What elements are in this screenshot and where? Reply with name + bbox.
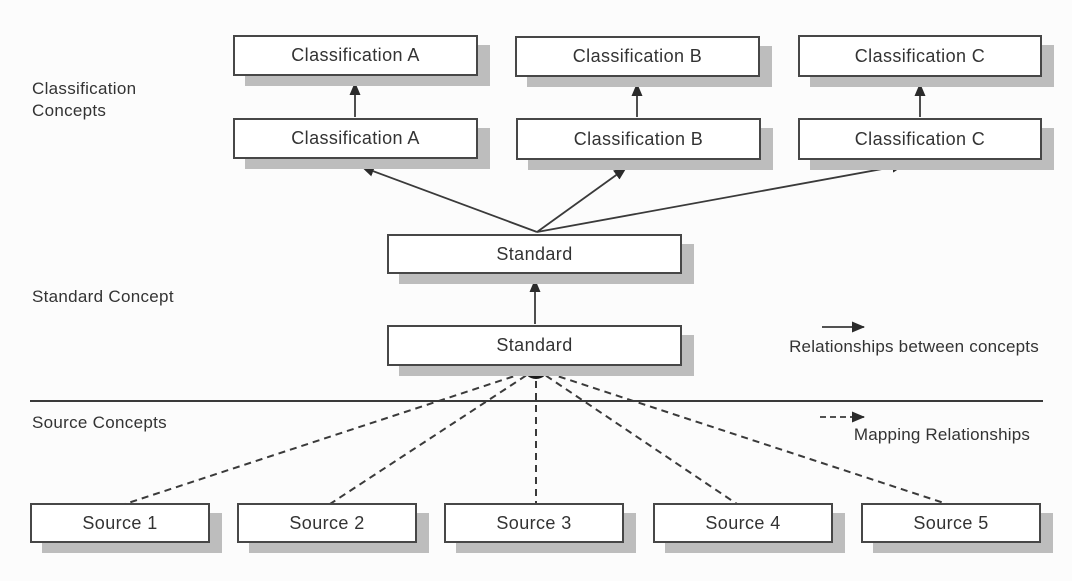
mapping-line-source-5 bbox=[535, 368, 948, 505]
node-classification-a-top: Classification A bbox=[233, 35, 478, 76]
node-classification-c-top: Classification C bbox=[798, 35, 1042, 77]
node-classification-c-mid: Classification C bbox=[798, 118, 1042, 160]
legend-dashed-arrow-label: Mapping Relationships bbox=[853, 425, 1031, 444]
node-classification-a-mid: Classification A bbox=[233, 118, 478, 159]
node-source-1: Source 1 bbox=[30, 503, 210, 543]
label-standard-concept: Standard Concept bbox=[32, 287, 174, 306]
mapping-line-source-4 bbox=[535, 368, 738, 505]
node-classification-b-mid: Classification B bbox=[516, 118, 761, 160]
node-source-4: Source 4 bbox=[653, 503, 833, 543]
node-standard-upper: Standard bbox=[387, 234, 682, 274]
node-classification-b-top: Classification B bbox=[515, 36, 760, 77]
legend-solid-arrow-label: Relationships between concepts bbox=[789, 337, 1039, 356]
node-standard-lower: Standard bbox=[387, 325, 682, 366]
mapping-line-source-2 bbox=[329, 368, 537, 505]
arrow-standard-to-classification-b bbox=[536, 167, 627, 233]
node-source-3: Source 3 bbox=[444, 503, 624, 543]
label-source-concepts: Source Concepts bbox=[32, 413, 167, 432]
arrow-standard-to-classification-c bbox=[536, 161, 905, 233]
node-source-2: Source 2 bbox=[237, 503, 417, 543]
arrow-standard-to-classification-a bbox=[361, 166, 538, 233]
label-classification-concepts: Classification Concepts bbox=[32, 79, 137, 120]
mapping-line-source-1 bbox=[124, 368, 537, 505]
node-source-5: Source 5 bbox=[861, 503, 1041, 543]
